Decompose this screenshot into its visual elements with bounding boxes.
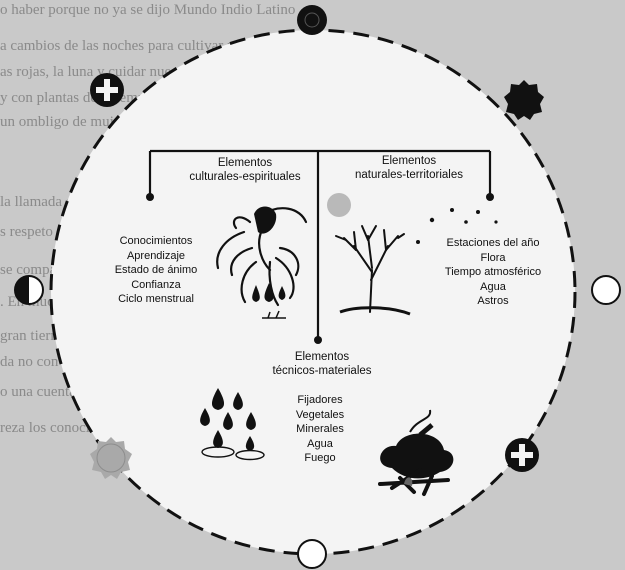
star-cross-icon [90,73,124,107]
left-connector-dot [146,193,154,201]
moon-disc-icon [327,193,351,217]
cultural-items-list: Conocimientos Aprendizaje Estado de ánim… [96,234,216,307]
list-item: Conocimientos [96,234,216,249]
list-item: Agua [280,437,360,452]
new-moon-icon [297,5,327,35]
list-item: Agua [428,280,558,295]
list-item: Estado de ánimo [96,263,216,278]
bottom-moon-icon [298,540,326,568]
cultural-section-title: Elementos culturales-espirituales [170,156,320,184]
cultural-title-line1: Elementos [170,156,320,170]
list-item: Astros [428,294,558,309]
sun-icon [504,80,544,120]
list-item: Ciclo menstrual [96,292,216,307]
full-moon-icon [592,276,620,304]
technical-title-line2: técnicos-materiales [252,364,392,378]
star-cross-icon-2 [505,438,539,472]
technical-title-line1: Elementos [252,350,392,364]
technical-section-title: Elementos técnicos-materiales [252,350,392,378]
list-item: Tiempo atmosférico [428,265,558,280]
cultural-title-line2: culturales-espirituales [170,170,320,184]
center-connector-dot [314,336,322,344]
list-item: Fijadores [280,393,360,408]
half-moon-icon [15,276,43,304]
list-item: Aprendizaje [96,249,216,264]
natural-title-line2: naturales-territoriales [334,168,484,182]
natural-items-list: Estaciones del año Flora Tiempo atmosfér… [428,236,558,309]
list-item: Confianza [96,278,216,293]
right-connector-dot [486,193,494,201]
natural-section-title: Elementos naturales-territoriales [334,154,484,182]
list-item: Flora [428,251,558,266]
list-item: Vegetales [280,408,360,423]
list-item: Fuego [280,451,360,466]
list-item: Estaciones del año [428,236,558,251]
natural-title-line1: Elementos [334,154,484,168]
list-item: Minerales [280,422,360,437]
technical-items-list: Fijadores Vegetales Minerales Agua Fuego [280,393,360,466]
